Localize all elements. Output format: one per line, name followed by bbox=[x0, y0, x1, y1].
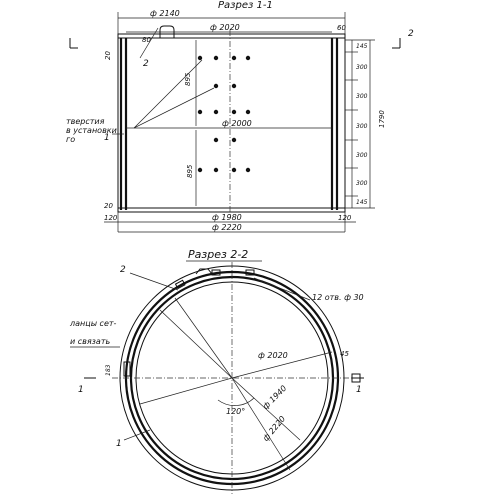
dim-120-right: 120 bbox=[338, 214, 352, 222]
dim-right-5: 300 bbox=[356, 180, 368, 187]
section-1-1-label: Разрез 1-1 bbox=[218, 0, 273, 11]
hole bbox=[231, 83, 237, 89]
dim-80: 80 bbox=[142, 36, 151, 44]
hole bbox=[213, 83, 219, 89]
dim-right-1: 300 bbox=[356, 64, 368, 71]
hole bbox=[213, 55, 219, 61]
hole bbox=[231, 55, 237, 61]
side-flange bbox=[123, 361, 131, 377]
left-note-1: и связать bbox=[70, 337, 110, 346]
hole bbox=[197, 55, 203, 61]
ring-lug bbox=[174, 279, 186, 290]
radial-ray-left bbox=[139, 377, 233, 405]
cut-mark-2: 2 bbox=[408, 29, 414, 39]
angle-arc-120 bbox=[217, 397, 255, 406]
dim-895-bottom: 895 bbox=[186, 164, 194, 178]
dim-45: 45 bbox=[340, 350, 349, 358]
hole bbox=[213, 167, 219, 173]
dim-right-6: 145 bbox=[356, 199, 368, 206]
hole bbox=[213, 137, 219, 143]
ring-lug bbox=[245, 269, 255, 276]
dim-895-top: 895 bbox=[184, 72, 192, 86]
dim-60: 60 bbox=[337, 24, 346, 32]
hole bbox=[231, 167, 237, 173]
hole bbox=[197, 167, 203, 173]
plan-view: Разрез 2-2 2 12 отв. ф 30 1 ф 2020 45 ф … bbox=[69, 248, 364, 494]
callout-2-elev: 2 bbox=[143, 59, 149, 69]
hole bbox=[197, 109, 203, 115]
note-line-0: тверстия bbox=[66, 117, 105, 126]
dim-right-0: 145 bbox=[356, 43, 368, 50]
hole bbox=[231, 109, 237, 115]
callout-2-plan: 2 bbox=[120, 265, 126, 275]
dim-183: 183 bbox=[105, 364, 112, 376]
dim-20-bottom: 20 bbox=[104, 202, 113, 210]
leader-1-plan bbox=[123, 429, 151, 441]
dim-1980: ф 1980 bbox=[212, 213, 242, 222]
lifting-lug bbox=[159, 25, 175, 38]
hole bbox=[245, 167, 251, 173]
hole-grid bbox=[197, 55, 251, 173]
dim-2220-plan: ф 2220 bbox=[261, 414, 287, 443]
left-note-0: ланцы сет- bbox=[69, 319, 117, 328]
holes-note: 12 отв. ф 30 bbox=[312, 293, 364, 302]
ring-lug bbox=[211, 269, 221, 276]
dim-2020-plan: ф 2020 bbox=[258, 351, 288, 360]
cut-mark-right-box bbox=[351, 373, 361, 383]
dim-2000: ф 2000 bbox=[222, 119, 252, 128]
elevation-view: Разрез 1-1 2 ф 2140 ф 2020 60 80 20 2 bbox=[66, 0, 414, 233]
shell-outline bbox=[117, 33, 346, 213]
note-line-1: в установки bbox=[66, 126, 117, 135]
cut-mark-1-left: 1 bbox=[78, 385, 84, 395]
dim-right-2: 300 bbox=[356, 93, 368, 100]
radial-ray-1940 bbox=[231, 377, 301, 441]
dim-right-4: 300 bbox=[356, 152, 368, 159]
leader-2-elev bbox=[139, 27, 159, 59]
leader-2-plan bbox=[129, 272, 179, 291]
dim-2020: ф 2020 bbox=[210, 23, 240, 32]
dim-20-top: 20 bbox=[104, 51, 112, 60]
radial-ray-2020 bbox=[231, 351, 333, 379]
dim-1940-plan: ф 1940 bbox=[261, 384, 288, 411]
radial-ray-2220 bbox=[231, 377, 291, 471]
dim-right-3: 300 bbox=[356, 123, 368, 130]
section-2-2-title: Разрез 2-2 bbox=[188, 248, 248, 261]
leader-holes bbox=[253, 277, 311, 301]
dim-2140: ф 2140 bbox=[150, 9, 180, 18]
callout-1-elev: 1 bbox=[104, 133, 110, 143]
cut-mark-1-right: 1 bbox=[356, 385, 362, 395]
hole bbox=[245, 55, 251, 61]
radial-ray-1 bbox=[159, 309, 233, 379]
leader-note-2 bbox=[133, 87, 215, 129]
dim-2220: ф 2220 bbox=[212, 223, 242, 232]
angle-120: 120° bbox=[226, 407, 245, 416]
leader-note-1 bbox=[133, 59, 203, 129]
hole bbox=[245, 109, 251, 115]
callout-1-plan: 1 bbox=[116, 439, 122, 449]
dim-120-left: 120 bbox=[104, 214, 118, 222]
hole bbox=[213, 109, 219, 115]
dim-total-height: 1790 bbox=[378, 110, 386, 128]
hole bbox=[231, 137, 237, 143]
note-line-2: го bbox=[66, 135, 75, 144]
top-hole-cluster bbox=[195, 268, 213, 275]
radial-ray-2 bbox=[174, 297, 233, 379]
